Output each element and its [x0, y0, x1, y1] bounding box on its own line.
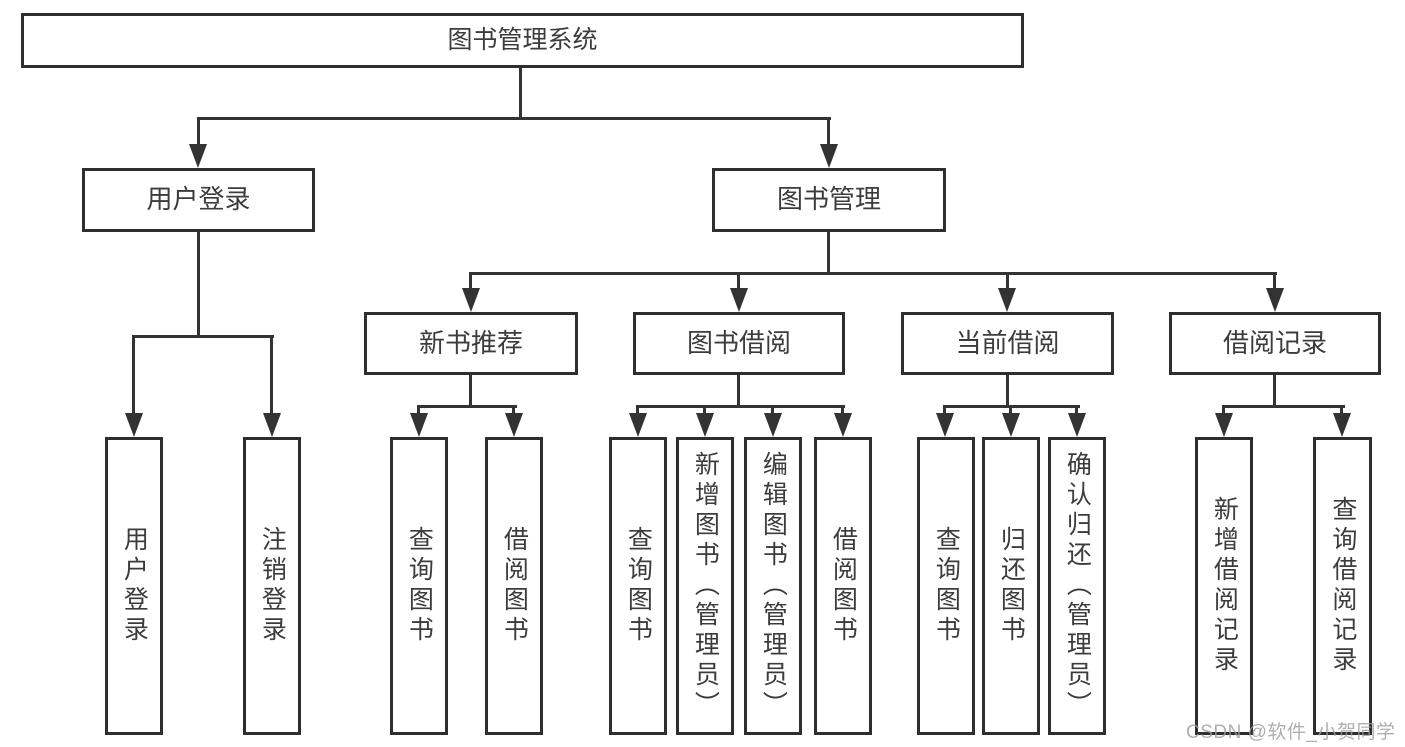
leaf-return-book: 归还图书 [982, 437, 1040, 735]
connector-line [417, 405, 517, 408]
connector-line [1273, 375, 1276, 408]
arrowhead-down-icon [936, 413, 954, 437]
arrowhead-down-icon [462, 288, 480, 312]
leaf-edit-book-admin: 编辑图书（管理员） [744, 437, 802, 735]
node-book-borrow: 图书借阅 [633, 312, 845, 375]
leaf-query-book-borrow: 查询图书 [609, 437, 667, 735]
arrowhead-down-icon [730, 288, 748, 312]
connector-line [197, 117, 200, 147]
leaf-borrow-book-recommend: 借阅图书 [485, 437, 543, 735]
connector-line [1222, 405, 1225, 417]
connector-line [737, 375, 740, 408]
connector-line [1222, 405, 1345, 408]
leaf-query-book-current: 查询图书 [917, 437, 975, 735]
connector-line [132, 335, 274, 338]
arrowhead-down-icon [834, 413, 852, 437]
leaf-query-borrow-record: 查询借阅记录 [1313, 437, 1372, 735]
leaf-logout: 注销登录 [243, 437, 301, 735]
csdn-watermark: CSDN @软件_小贺同学 [1186, 722, 1396, 743]
connector-line [1006, 272, 1009, 292]
leaf-query-book-recommend: 查询图书 [390, 437, 448, 735]
node-root-system: 图书管理系统 [21, 13, 1024, 68]
arrowhead-down-icon [1215, 413, 1233, 437]
connector-line [469, 272, 1277, 275]
connector-line [827, 232, 830, 275]
connector-line [827, 117, 830, 147]
node-current-borrow: 当前借阅 [901, 312, 1114, 375]
arrowhead-down-icon [1333, 413, 1351, 437]
arrowhead-down-icon [1002, 413, 1020, 437]
connector-line [417, 405, 420, 417]
connector-line [469, 375, 472, 408]
leaf-add-borrow-record: 新增借阅记录 [1195, 437, 1253, 735]
connector-line [841, 405, 844, 417]
connector-line [1273, 272, 1276, 292]
connector-line [943, 405, 946, 417]
connector-line [1009, 405, 1012, 417]
connector-line [636, 405, 845, 408]
connector-line [270, 335, 273, 415]
connector-line [703, 405, 706, 417]
arrowhead-down-icon [1068, 413, 1086, 437]
connector-line [1006, 375, 1009, 408]
connector-line [469, 272, 472, 292]
leaf-user-login: 用户登录 [105, 437, 163, 735]
connector-line [737, 272, 740, 292]
connector-line [197, 117, 831, 120]
arrowhead-down-icon [263, 413, 281, 437]
connector-line [1075, 405, 1078, 417]
arrowhead-down-icon [125, 413, 143, 437]
connector-line [771, 405, 774, 417]
node-user-login: 用户登录 [82, 168, 315, 232]
arrowhead-down-icon [998, 288, 1016, 312]
node-borrow-records: 借阅记录 [1169, 312, 1381, 375]
arrowhead-down-icon [820, 144, 838, 168]
arrowhead-down-icon [1266, 288, 1284, 312]
connector-line [512, 405, 515, 417]
connector-line [636, 405, 639, 417]
arrowhead-down-icon [629, 413, 647, 437]
leaf-confirm-return-admin: 确认归还（管理员） [1048, 437, 1106, 735]
connector-line [197, 232, 200, 338]
node-book-management: 图书管理 [712, 168, 946, 232]
arrowhead-down-icon [410, 413, 428, 437]
arrowhead-down-icon [505, 413, 523, 437]
leaf-add-book-admin: 新增图书（管理员） [676, 437, 734, 735]
arrowhead-down-icon [189, 144, 207, 168]
node-new-book-recommend: 新书推荐 [364, 312, 578, 375]
connector-line [1340, 405, 1343, 417]
arrowhead-down-icon [764, 413, 782, 437]
leaf-borrow-book: 借阅图书 [814, 437, 872, 735]
connector-line [132, 335, 135, 415]
arrowhead-down-icon [696, 413, 714, 437]
connector-line [519, 68, 522, 120]
